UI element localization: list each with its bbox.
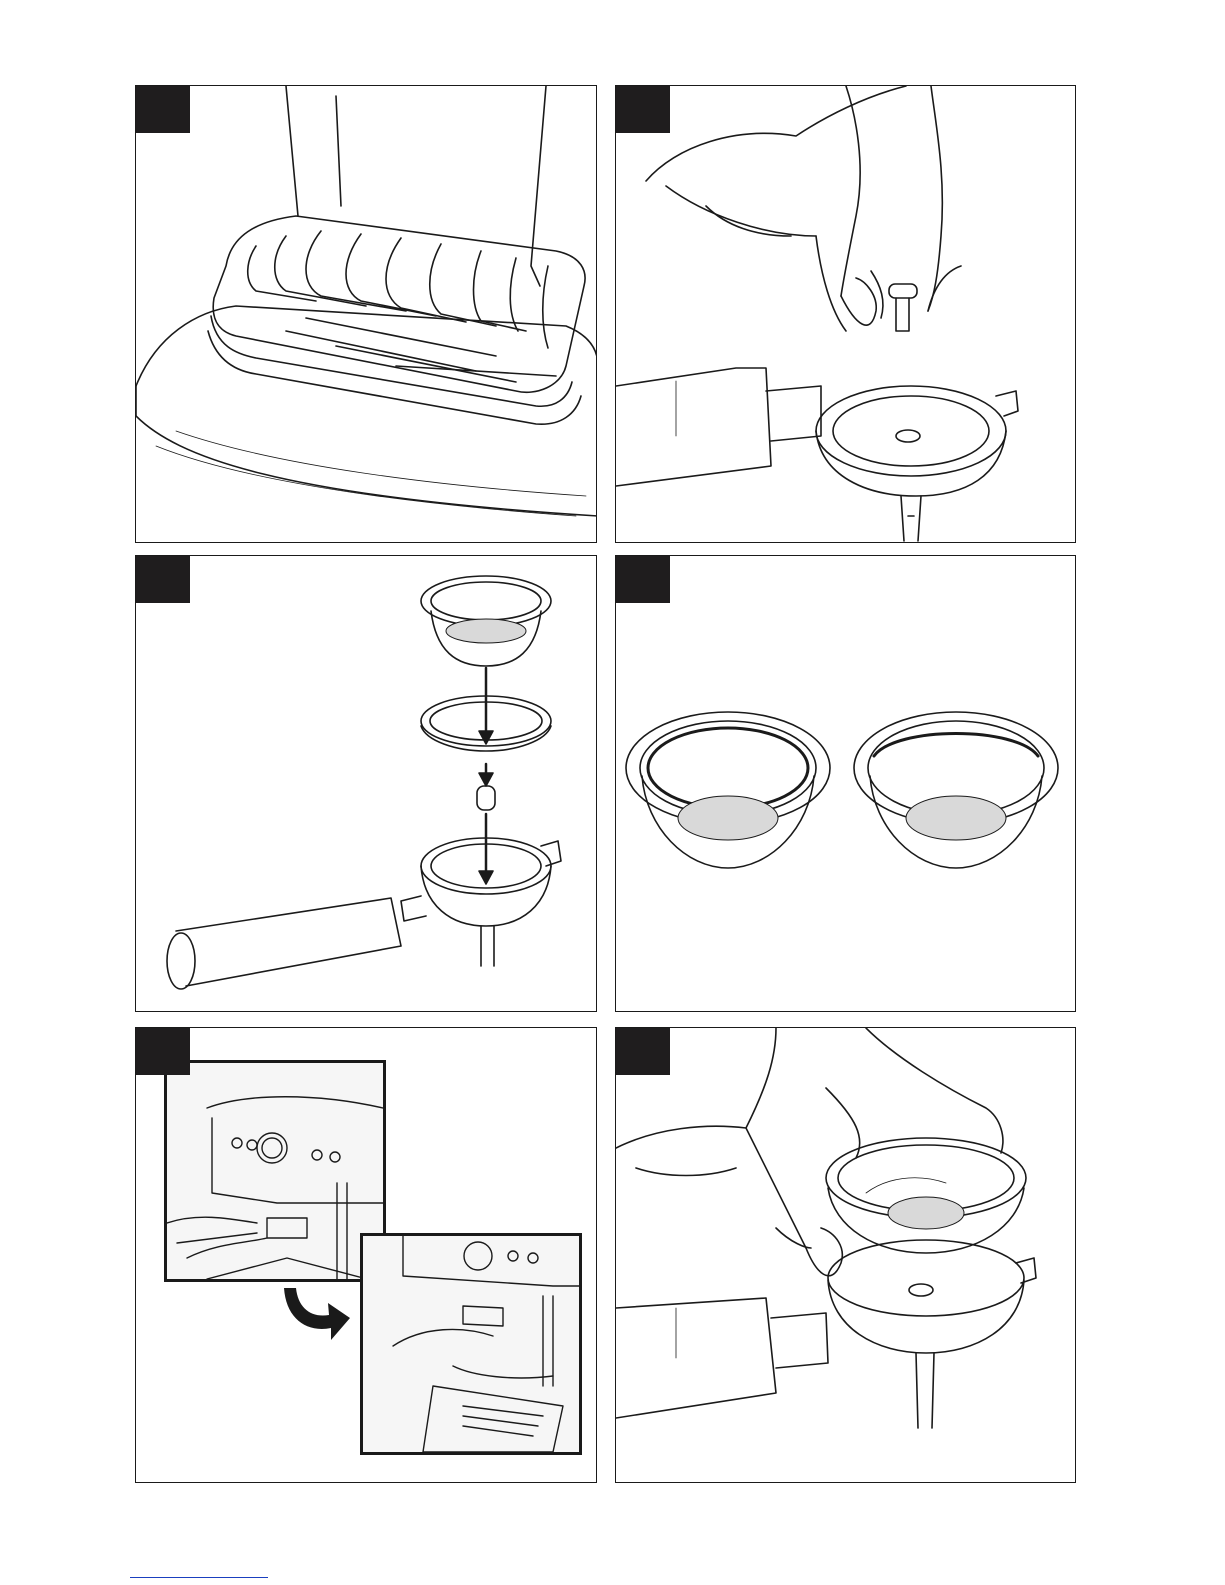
panel-2-filter-holder-pin [615, 85, 1076, 543]
filter-baskets-illustration [616, 556, 1076, 1012]
curved-arrow-icon [276, 1268, 356, 1348]
inset-before [164, 1060, 386, 1282]
basket-insert-illustration [616, 1028, 1076, 1483]
step-badge [136, 1028, 190, 1075]
panel-6-basket-insert [615, 1027, 1076, 1483]
step-badge [136, 556, 190, 603]
step-badge [616, 1028, 670, 1075]
inset-after [360, 1233, 582, 1455]
filter-assembly-illustration [136, 556, 597, 1012]
filter-holder-pin-illustration [616, 86, 1076, 543]
machine-front-after-illustration [363, 1236, 579, 1452]
step-badge [616, 556, 670, 603]
drip-tray-illustration [136, 86, 597, 543]
footer-link-underline [130, 1577, 268, 1578]
panel-4-filter-baskets [615, 555, 1076, 1012]
step-badge [136, 86, 190, 133]
panel-1-drip-tray [135, 85, 597, 543]
step-badge [616, 86, 670, 133]
panel-3-filter-assembly [135, 555, 597, 1012]
panel-5-group-head-insert [135, 1027, 597, 1483]
machine-front-before-illustration [167, 1063, 383, 1279]
